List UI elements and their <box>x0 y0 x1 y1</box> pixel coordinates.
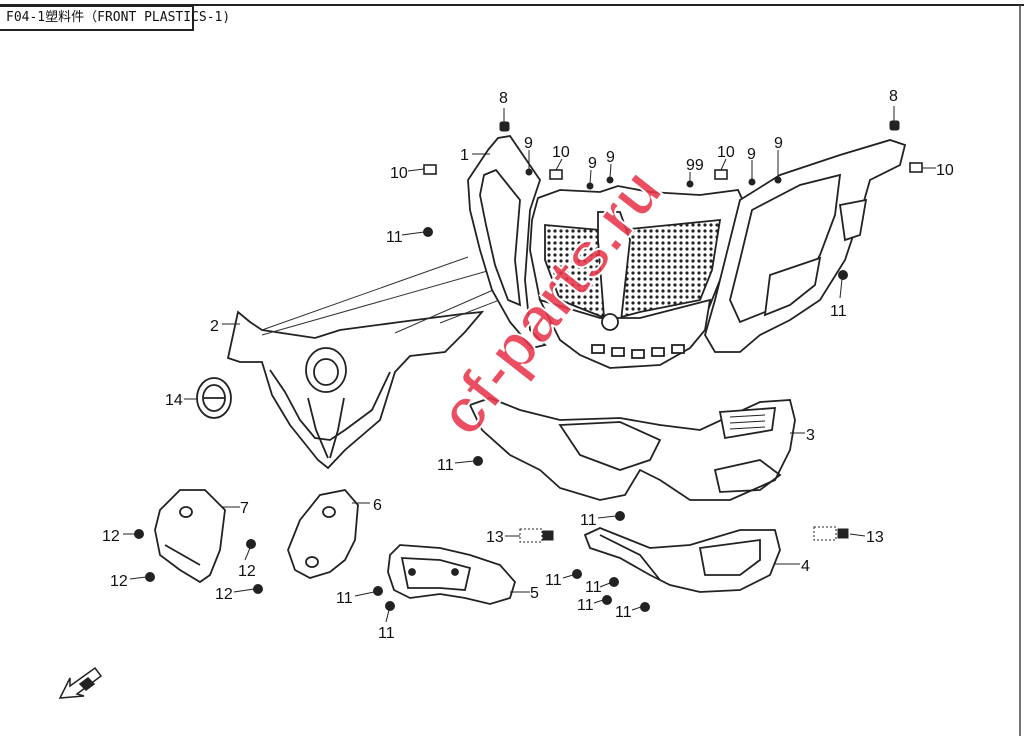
callout-part-11-h: 11 <box>585 579 602 596</box>
fasteners <box>134 120 923 612</box>
callout-part-1: 1 <box>460 147 469 164</box>
screw-11-e <box>373 586 383 596</box>
callout-part-10-a: 10 <box>390 165 408 182</box>
bolt-8-right <box>889 120 900 131</box>
callout-part-11-f: 11 <box>378 625 395 642</box>
callout-part-3: 3 <box>806 427 815 444</box>
callout-part-11-d: 11 <box>580 512 597 529</box>
rivet-13-right <box>813 526 837 541</box>
screw-11-i <box>602 595 612 605</box>
part-4-lower-bracket <box>583 527 781 593</box>
part-14-cap <box>196 377 232 419</box>
callout-part-11-i: 11 <box>577 597 594 614</box>
callout-part-11-e: 11 <box>336 590 353 607</box>
callout-part-4: 4 <box>801 558 810 575</box>
callout-labels: 1 2 3 4 5 6 7 8 8 9 9 9 99 9 9 10 10 10 … <box>102 88 954 642</box>
leader-lines <box>123 106 936 623</box>
callout-part-9-e: 9 <box>747 146 756 163</box>
callout-part-11-g: 11 <box>545 572 562 589</box>
screw-11-j <box>640 602 650 612</box>
clip-10-b <box>549 169 563 180</box>
callout-part-2: 2 <box>210 318 219 335</box>
callout-part-12-b: 12 <box>110 573 128 590</box>
part-1-front-fascia <box>467 135 907 369</box>
front-arrow-icon <box>58 666 103 699</box>
callout-part-9-d: 99 <box>686 157 704 174</box>
callout-part-12-c: 12 <box>238 563 256 580</box>
clip-10-a <box>423 164 437 175</box>
rivet-13-left <box>519 528 543 543</box>
part-6-bracket <box>287 489 359 579</box>
callout-part-10-c: 10 <box>717 144 735 161</box>
callout-part-13-right: 13 <box>866 529 884 546</box>
callout-part-8-left: 8 <box>499 90 508 107</box>
part-3-lower-fascia <box>468 397 796 501</box>
callout-part-11-c: 11 <box>437 457 454 474</box>
screw-11-f <box>385 601 395 611</box>
bolt-12-b <box>145 572 155 582</box>
assembly-lines <box>261 256 521 336</box>
screw-11-d <box>615 511 625 521</box>
callout-part-11-a: 11 <box>386 229 403 246</box>
clip-10-d <box>909 162 923 173</box>
callout-part-11-b: 11 <box>830 303 847 320</box>
part-2-front-cover <box>226 310 485 470</box>
screw-11-h <box>609 577 619 587</box>
callout-part-13-left: 13 <box>486 529 504 546</box>
diagram-title: F04-1塑料件（FRONT PLASTICS-1) <box>0 5 230 31</box>
screw-11-a <box>423 227 433 237</box>
part-7-bracket <box>154 489 226 584</box>
bolt-12-a <box>134 529 144 539</box>
callout-part-5: 5 <box>530 585 539 602</box>
callout-part-10-b: 10 <box>552 144 570 161</box>
clip-10-c <box>714 169 728 180</box>
callout-part-7: 7 <box>240 500 249 517</box>
callout-part-9-a: 9 <box>524 135 533 152</box>
rivet-13-left-cap <box>542 530 554 541</box>
screw-11-c <box>473 456 483 466</box>
screw-11-b <box>838 270 848 280</box>
part-5-lower-panel <box>387 544 517 605</box>
callout-part-9-c: 9 <box>606 149 615 166</box>
callout-part-10-d: 10 <box>936 162 954 179</box>
callout-part-9-f: 9 <box>774 135 783 152</box>
callout-part-8-right: 8 <box>889 88 898 105</box>
callout-part-14: 14 <box>165 392 183 409</box>
bolt-12-d <box>253 584 263 594</box>
bolt-12-c <box>246 539 256 549</box>
callout-part-9-b: 9 <box>588 155 597 172</box>
callout-part-11-j: 11 <box>615 604 632 621</box>
callout-part-12-d: 12 <box>215 586 233 603</box>
bolt-8-left <box>499 121 510 132</box>
callout-part-12-a: 12 <box>102 528 120 545</box>
screw-11-g <box>572 569 582 579</box>
rivet-13-right-cap <box>837 528 849 539</box>
callout-part-6: 6 <box>373 497 382 514</box>
